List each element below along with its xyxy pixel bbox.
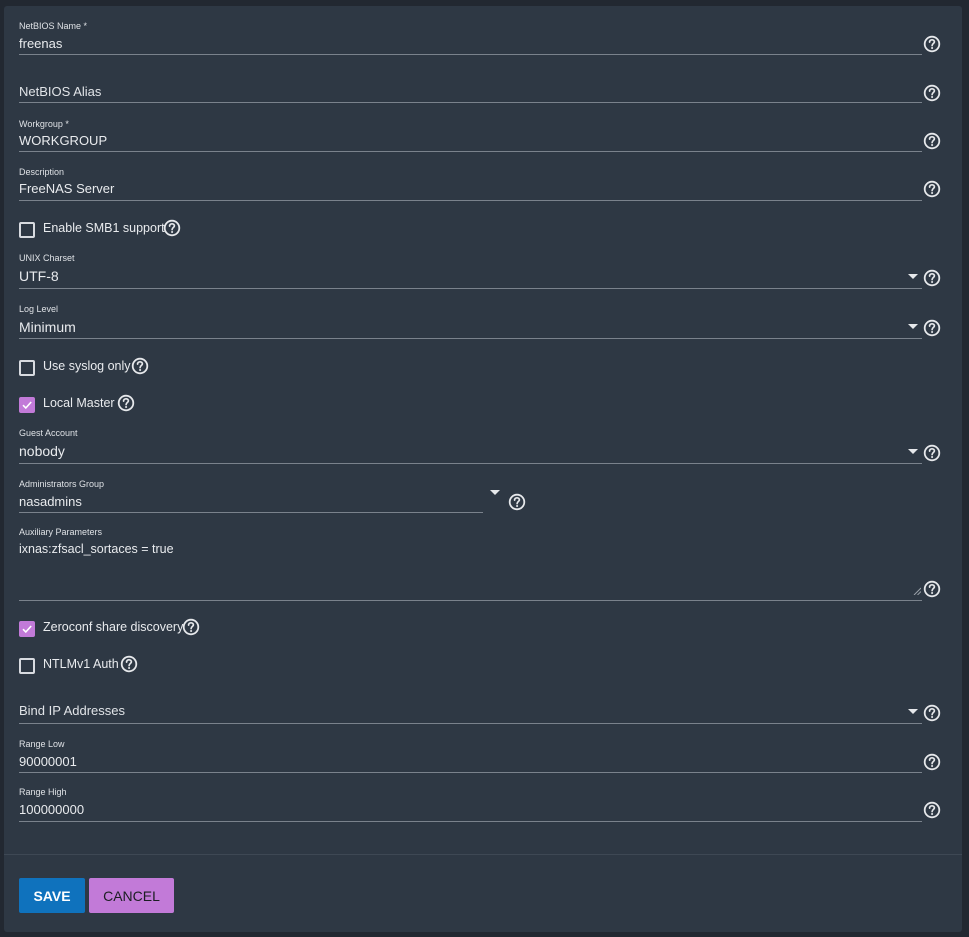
local-master-label: Local Master [43,396,115,410]
ntlmv1-label: NTLMv1 Auth [43,657,119,671]
netbios-alias-input[interactable]: NetBIOS Alias [19,84,102,99]
help-icon[interactable] [923,269,941,287]
help-icon[interactable] [923,580,941,598]
help-icon[interactable] [923,319,941,337]
log-level-underline [19,338,922,339]
range-low-input[interactable]: 90000001 [19,754,77,769]
description-input[interactable]: FreeNAS Server [19,181,115,196]
help-icon[interactable] [923,180,941,198]
log-level-label: Log Level [19,304,59,314]
range-high-input[interactable]: 100000000 [19,802,85,817]
range-high-underline [19,821,922,822]
description-label: Description [19,167,65,177]
bind-ip-placeholder[interactable]: Bind IP Addresses [19,703,125,718]
help-icon[interactable] [120,655,138,673]
help-icon[interactable] [508,493,526,511]
description-field[interactable]: Description FreeNAS Server [19,162,949,206]
cancel-button[interactable]: CANCEL [89,878,174,913]
help-icon[interactable] [923,35,941,53]
smb-settings-form: NetBIOS Name * freenas NetBIOS Alias Wor… [4,6,962,932]
netbios-name-field[interactable]: NetBIOS Name * freenas [19,6,949,66]
admin-group-underline [19,512,483,513]
caret-down-icon[interactable] [908,274,918,279]
check-icon [22,625,32,634]
aux-params-textarea[interactable]: Auxiliary Parameters ixnas:zfsacl_sortac… [19,524,949,604]
caret-down-icon[interactable] [490,490,500,495]
caret-down-icon[interactable] [908,449,918,454]
syslog-only-checkbox[interactable] [19,360,35,376]
aux-params-label: Auxiliary Parameters [19,527,103,537]
help-icon[interactable] [923,132,941,150]
range-low-underline [19,772,922,773]
netbios-name-underline [19,54,922,55]
netbios-alias-underline [19,102,922,103]
aux-params-underline [19,600,922,601]
save-button[interactable]: SAVE [19,878,85,913]
zeroconf-checkbox[interactable] [19,621,35,637]
form-divider [4,854,962,855]
help-icon[interactable] [182,618,200,636]
range-high-label: Range High [19,787,67,797]
log-level-select[interactable]: Log Level Minimum [19,300,949,340]
unix-charset-value[interactable]: UTF-8 [19,268,59,284]
aux-params-value[interactable]: ixnas:zfsacl_sortaces = true [19,542,174,556]
local-master-checkbox[interactable] [19,397,35,413]
unix-charset-label: UNIX Charset [19,253,75,263]
bind-ip-underline [19,723,922,724]
help-icon[interactable] [131,357,149,375]
guest-account-label: Guest Account [19,428,78,438]
netbios-name-input[interactable]: freenas [19,36,63,51]
workgroup-input[interactable]: WORKGROUP [19,133,108,148]
caret-down-icon[interactable] [908,324,918,329]
resize-handle-icon[interactable] [913,587,921,595]
guest-account-underline [19,463,922,464]
description-underline [19,200,922,201]
unix-charset-select[interactable]: UNIX Charset UTF-8 [19,250,949,290]
help-icon[interactable] [923,801,941,819]
range-high-field[interactable]: Range High 100000000 [19,786,949,826]
check-icon [22,401,32,410]
caret-down-icon[interactable] [908,709,918,714]
admin-group-field[interactable]: Administrators Group nasadmins [19,476,549,516]
guest-account-value[interactable]: nobody [19,443,65,459]
workgroup-field[interactable]: Workgroup * WORKGROUP [19,114,949,158]
netbios-name-label: NetBIOS Name * [19,21,88,31]
syslog-only-label: Use syslog only [43,359,131,373]
help-icon[interactable] [923,444,941,462]
log-level-value[interactable]: Minimum [19,319,76,335]
bind-ip-select[interactable]: Bind IP Addresses [19,688,949,728]
zeroconf-label: Zeroconf share discovery [43,620,184,634]
netbios-alias-field[interactable]: NetBIOS Alias [19,68,949,108]
ntlmv1-checkbox[interactable] [19,658,35,674]
workgroup-label: Workgroup * [19,119,69,129]
range-low-label: Range Low [19,739,65,749]
help-icon[interactable] [923,704,941,722]
unix-charset-underline [19,288,922,289]
enable-smb1-label: Enable SMB1 support [43,221,165,235]
help-icon[interactable] [117,394,135,412]
help-icon[interactable] [923,753,941,771]
range-low-field[interactable]: Range Low 90000001 [19,738,949,778]
admin-group-input[interactable]: nasadmins [19,494,82,509]
help-icon[interactable] [163,219,181,237]
admin-group-label: Administrators Group [19,479,105,489]
guest-account-select[interactable]: Guest Account nobody [19,425,949,465]
workgroup-underline [19,151,922,152]
help-icon[interactable] [923,84,941,102]
enable-smb1-checkbox[interactable] [19,222,35,238]
